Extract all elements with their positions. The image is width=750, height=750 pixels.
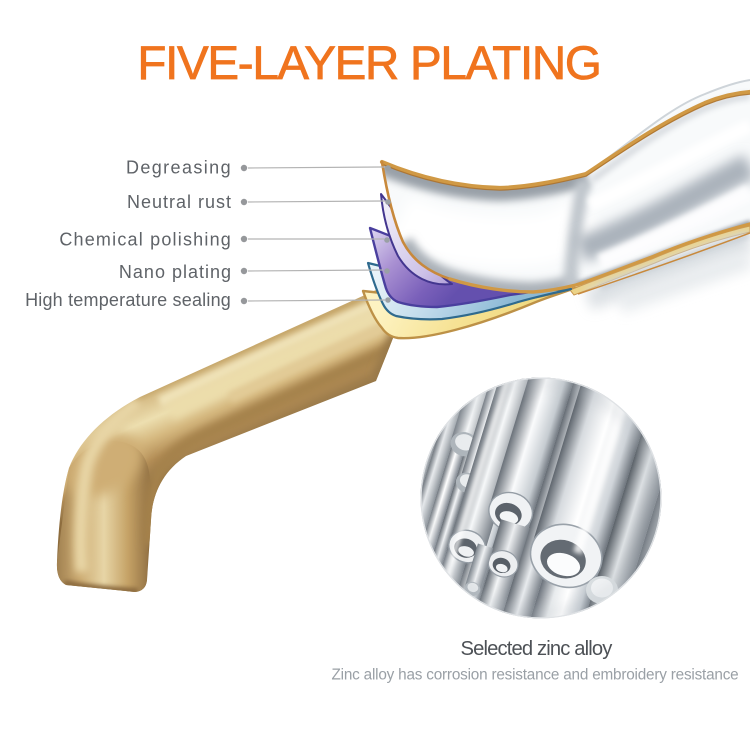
- svg-text:Neutral rust: Neutral rust: [127, 192, 232, 212]
- svg-text:High temperature sealing: High temperature sealing: [25, 290, 231, 310]
- svg-text:Nano plating: Nano plating: [119, 262, 232, 282]
- svg-text:Zinc alloy has corrosion resis: Zinc alloy has corrosion resistance and …: [332, 667, 739, 684]
- svg-text:Degreasing: Degreasing: [126, 158, 232, 178]
- svg-text:FIVE-LAYER PLATING: FIVE-LAYER PLATING: [137, 37, 600, 90]
- svg-text:Selected zinc alloy: Selected zinc alloy: [460, 638, 613, 660]
- svg-text:Chemical polishing: Chemical polishing: [59, 230, 232, 250]
